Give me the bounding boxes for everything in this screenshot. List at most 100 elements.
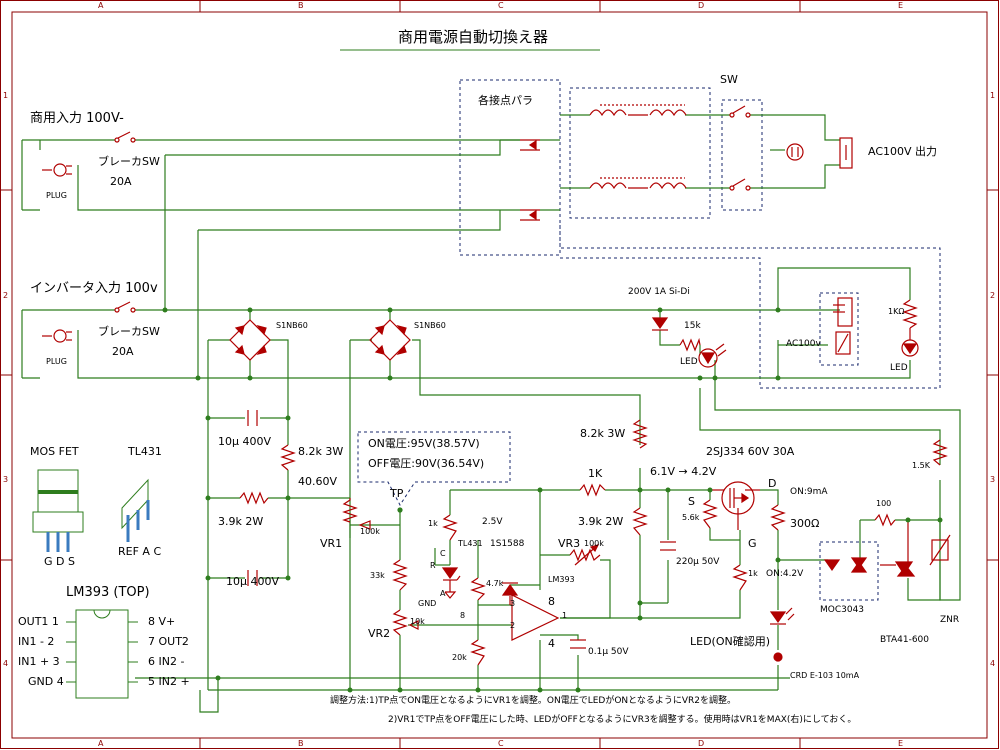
border-row-4-left: 4	[3, 659, 9, 668]
border-col-e-bottom: E	[898, 739, 904, 748]
r39k-2w-left-label: 3.9k 2W	[218, 515, 264, 528]
pin8-b-label: 8	[548, 595, 555, 608]
crd-label: CRD E-103 10mA	[790, 671, 860, 680]
r20k-label: 20k	[452, 653, 467, 662]
r1k-top-label: 1K	[588, 467, 603, 480]
r1k-c-label: 1k	[748, 569, 758, 578]
lm393-pin-gnd: GND 4	[28, 675, 64, 688]
r82k-3w-right-label: 8.2k 3W	[580, 427, 626, 440]
cap2-label: 10μ 400V	[226, 575, 280, 588]
tl431-ic-label: TL431	[458, 539, 483, 548]
mosfet-legend-title: MOS FET	[30, 445, 79, 458]
commercial-input-label: 商用入力 100V-	[30, 111, 124, 126]
ac100v-label: AC100v	[786, 339, 821, 349]
lm393-package	[66, 609, 138, 699]
voltage-drop-label: 6.1V → 4.2V	[650, 465, 717, 478]
znr-label: ZNR	[940, 615, 960, 625]
bridge2-label: S1NB60	[414, 321, 446, 330]
v4060-label: 40.60V	[298, 475, 338, 488]
lm393-pin-in1m: IN1 - 2	[18, 635, 55, 648]
cap220-label: 220μ 50V	[676, 557, 720, 567]
components	[42, 104, 951, 666]
sw-label: SW	[720, 73, 738, 86]
pin-a-label: A	[440, 589, 446, 598]
r15k-label: 15k	[684, 321, 701, 331]
on42v-label: ON:4.2V	[766, 569, 804, 579]
breaker2-rating: 20A	[112, 345, 134, 358]
border-row-3-right: 3	[990, 475, 996, 484]
adjustment-note-2: 2)VR1でTP点をOFF電圧にした時、LEDがOFFとなるようにVR3を調整す…	[388, 715, 857, 725]
plug1-label: PLUG	[46, 191, 67, 200]
border-col-c-top: C	[498, 1, 504, 10]
gnd-label: GND	[418, 599, 437, 608]
border-col-a-top: A	[98, 1, 104, 10]
led-top-label: LED	[680, 357, 698, 367]
diagram-title: 商用電源自動切換え器	[398, 28, 549, 46]
mosfet-legend-pins: G D S	[44, 555, 75, 568]
tl431-package	[121, 478, 150, 542]
r10k-label: 10k	[410, 617, 425, 626]
vr1-label: VR1	[320, 537, 343, 550]
border-row-1-right: 1	[990, 91, 996, 100]
border-col-c-bottom: C	[498, 739, 504, 748]
pin2-label: 2	[510, 621, 516, 630]
pin3-label: 3	[510, 599, 516, 608]
led-right-label: LED	[890, 363, 908, 373]
lm393-top-title: LM393 (TOP)	[66, 585, 150, 600]
r100k-label: 100k	[360, 527, 380, 536]
border-col-a-bottom: A	[98, 739, 104, 748]
pin1-label: 1	[562, 611, 568, 620]
r56k-label: 5.6k	[682, 513, 700, 522]
border-col-b-bottom: B	[298, 739, 304, 748]
border-col-b-top: B	[298, 1, 304, 10]
r33k-label: 33k	[370, 571, 385, 580]
lm393-pin-out1: OUT1 1	[18, 615, 59, 628]
tp-label: TP	[390, 487, 404, 500]
r47k-label: 4.7k	[486, 579, 504, 588]
vr2-label: VR2	[368, 627, 391, 640]
junctions	[162, 307, 943, 693]
border-col-d-bottom: D	[698, 739, 705, 748]
pin4-label: 4	[548, 637, 555, 650]
tl431-legend-title: TL431	[128, 445, 162, 458]
vr3-label: VR3	[558, 537, 581, 550]
off-voltage-label: OFF電圧:90V(36.54V)	[368, 457, 485, 470]
lm393-pin-in2p: 5 IN2 +	[148, 675, 190, 688]
pin-g-label: G	[748, 537, 757, 550]
border-row-4-right: 4	[990, 659, 996, 668]
bridge1-label: S1NB60	[276, 321, 308, 330]
r15k-b-label: 1.5K	[912, 461, 930, 470]
diode-1s1588-label: 1S1588	[490, 539, 525, 549]
on9ma-label: ON:9mA	[790, 487, 828, 497]
r82k-3w-left-label: 8.2k 3W	[298, 445, 344, 458]
mosfet-package	[32, 469, 84, 552]
adjustment-note-1: 調整方法:1)TP点でON電圧となるようにVR1を調整。ON電圧でLEDがONと…	[330, 696, 737, 706]
wires	[21, 114, 961, 713]
inverter-input-label: インバータ入力 100v	[30, 281, 158, 296]
cap1-label: 10μ 400V	[218, 435, 272, 448]
plug-1	[42, 163, 72, 177]
lm393-pin-out2: 7 OUT2	[148, 635, 189, 648]
breaker1-rating: 20A	[110, 175, 132, 188]
border-row-2-right: 2	[990, 291, 996, 300]
pin-r-label: R	[430, 561, 436, 570]
breaker1-label: ブレーカSW	[98, 155, 160, 168]
pin8-a-label: 8	[460, 611, 466, 620]
moc-label: MOC3043	[820, 605, 865, 615]
tl431-legend-pins: REF A C	[118, 545, 162, 558]
border-row-1-left: 1	[3, 91, 9, 100]
border-col-e-top: E	[898, 1, 904, 10]
r1k-ohm-label: 1KΩ	[888, 307, 905, 316]
lm393-pin-vplus: 8 V+	[148, 615, 176, 628]
relay-parallel-label: 各接点パラ	[478, 94, 533, 107]
plug2-label: PLUG	[46, 357, 67, 366]
v25-label: 2.5V	[482, 517, 503, 527]
ac-output-label: AC100V 出力	[868, 145, 938, 158]
pin-c-label: C	[440, 549, 446, 558]
breaker2-label: ブレーカSW	[98, 325, 160, 338]
lm393-ic-label: LM393	[548, 575, 575, 584]
border-row-3-left: 3	[3, 475, 9, 484]
on-voltage-label: ON電圧:95V(38.57V)	[368, 437, 480, 450]
